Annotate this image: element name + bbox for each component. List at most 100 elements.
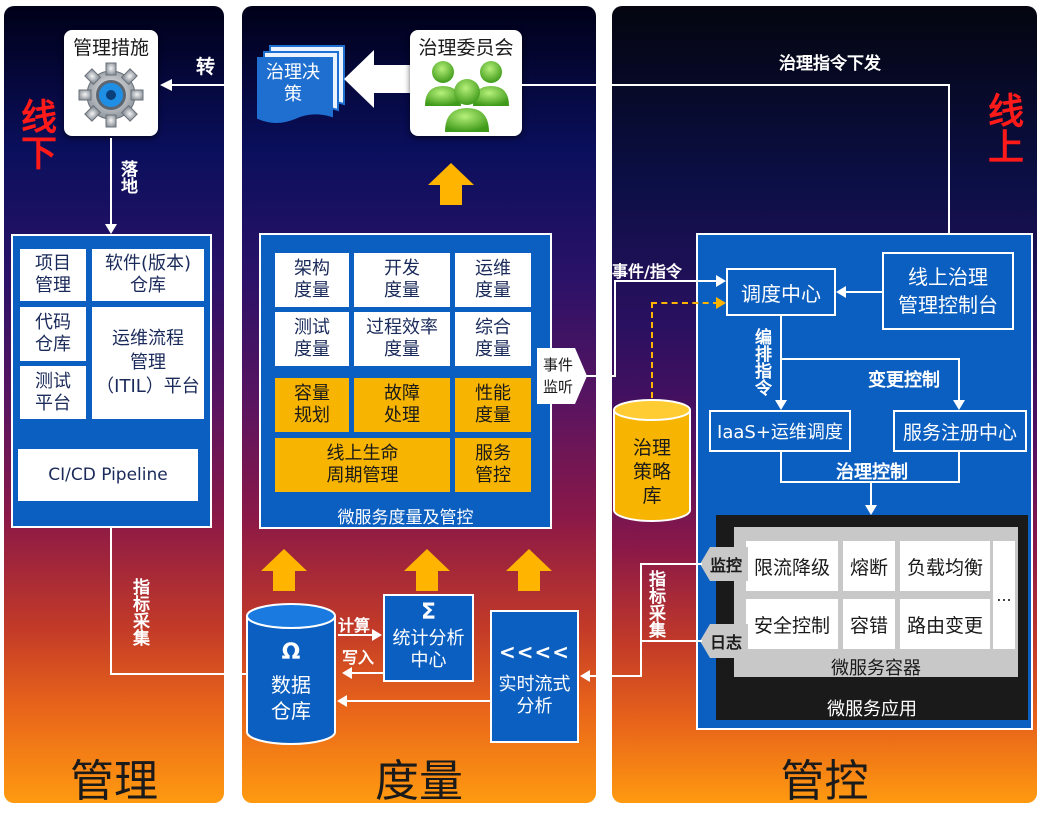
stream-to-warehouse-arrowhead xyxy=(337,695,347,707)
decision-arrow-icon xyxy=(344,50,410,108)
event-listener-label: 事件 监听 xyxy=(542,356,573,396)
event-listener-tag xyxy=(537,348,587,404)
policy-arrowhead xyxy=(716,297,726,309)
change-line-horiz xyxy=(780,358,960,360)
metric-line-left-vert xyxy=(110,528,112,674)
control-footer: 管控 xyxy=(780,756,869,807)
up-arrow-icon xyxy=(506,549,552,591)
metric-line-right-vert xyxy=(640,563,642,677)
change-control-label: 变更控制 xyxy=(868,370,940,391)
metric-architecture: 架构 度量 xyxy=(275,253,349,307)
management-measures-label: 管理措施 xyxy=(72,37,149,59)
metric-line-left-horiz xyxy=(110,673,248,675)
change-line-vert xyxy=(958,358,960,402)
stream-analysis-label: 实时流式 分析 xyxy=(498,674,571,717)
fault-tolerance: 容错 xyxy=(843,599,895,649)
container-caption: 微服务容器 xyxy=(831,658,921,679)
write-line xyxy=(352,672,384,674)
landing-line xyxy=(110,138,112,226)
directive-line-vert xyxy=(948,84,950,244)
tool-software-repo: 软件(版本) 仓库 xyxy=(92,249,204,301)
gov-line-left xyxy=(780,452,782,482)
people-group-icon xyxy=(425,61,509,132)
iaas-scheduling: IaaS+运维调度 xyxy=(709,410,851,452)
cicd-pipeline: CI/CD Pipeline xyxy=(18,449,198,501)
monitor-label: 监控 xyxy=(709,556,742,575)
online-tag-text: 线上 xyxy=(982,92,1023,164)
landing-label: 落地 xyxy=(117,160,137,194)
tool-itil-platform: 运维流程 管理 （ITIL）平台 xyxy=(92,307,204,419)
console-to-dispatch-arrowhead xyxy=(836,286,846,298)
gov-arrowhead xyxy=(865,505,877,515)
gear-icon xyxy=(78,62,144,128)
tool-test-platform: 测试 平台 xyxy=(20,366,86,419)
service-control: 服务 管控 xyxy=(455,438,531,492)
orchestrate-arrowhead xyxy=(775,400,787,410)
event-arrowhead xyxy=(716,275,726,287)
write-arrowhead xyxy=(342,667,352,679)
measurement-footer: 度量 xyxy=(375,756,463,807)
management-footer: 管理 xyxy=(70,756,158,807)
metric-testing: 测试 度量 xyxy=(275,312,349,366)
policy-db-cylinder xyxy=(613,399,691,522)
up-arrow-icon xyxy=(428,163,474,205)
event-line-a xyxy=(586,375,616,377)
online-tag: 线上 xyxy=(980,92,1024,174)
compute-arrowhead xyxy=(372,629,382,641)
circuit-breaker: 熔断 xyxy=(843,541,895,591)
metrics-box-caption: 微服务度量及管控 xyxy=(337,508,474,528)
data-warehouse-cylinder xyxy=(246,603,336,745)
gov-control-label: 治理控制 xyxy=(836,462,908,483)
gov-line-right xyxy=(958,452,960,482)
stat-center-box xyxy=(383,594,474,682)
rate-limit-degrade: 限流降级 xyxy=(746,541,838,591)
committee-label: 治理委员会 xyxy=(418,37,514,59)
console-to-dispatch-line xyxy=(846,291,882,293)
policy-dashed-horiz xyxy=(651,302,719,304)
decision-label: 治理决 策 xyxy=(266,62,320,105)
monitor-line xyxy=(640,563,702,565)
more-ellipsis: ... xyxy=(993,541,1015,649)
write-label: 写入 xyxy=(342,648,375,667)
performance-metric: 性能 度量 xyxy=(455,378,531,432)
metric-process-efficiency: 过程效率 度量 xyxy=(354,312,450,366)
compute-label: 计算 xyxy=(338,616,371,635)
log-label: 日志 xyxy=(709,633,742,652)
landing-arrowhead xyxy=(105,224,117,234)
offline-tag-text: 线下 xyxy=(15,98,56,170)
security-control: 安全控制 xyxy=(746,599,838,649)
metric-operations: 运维 度量 xyxy=(455,253,531,307)
stream-to-warehouse-line xyxy=(346,700,490,702)
stream-symbol: <<<< xyxy=(498,640,571,664)
metric-collect-right: 指标采集 xyxy=(645,570,665,638)
directive-issue-label: 治理指令下发 xyxy=(779,54,881,74)
service-registry: 服务注册中心 xyxy=(893,410,1027,452)
offline-tag: 线下 xyxy=(14,98,56,180)
event-line-b xyxy=(614,280,616,377)
data-warehouse-label: 数据 仓库 xyxy=(271,673,311,723)
gov-line-down xyxy=(870,481,872,507)
change-arrowhead xyxy=(953,400,965,410)
metric-right-arrowhead xyxy=(580,670,590,682)
metric-comprehensive: 综合 度量 xyxy=(455,312,531,366)
compute-line xyxy=(338,634,374,636)
policy-dashed-vert xyxy=(651,302,653,398)
tool-code-repo: 代码 仓库 xyxy=(20,307,86,361)
sigma-symbol: Σ xyxy=(420,600,437,625)
omega-symbol: Ω xyxy=(281,640,301,665)
stream-analysis-box xyxy=(490,610,579,743)
load-balancing: 负载均衡 xyxy=(900,541,990,591)
capacity-planning: 容量 规划 xyxy=(275,378,349,432)
routing-change: 路由变更 xyxy=(900,599,990,649)
monitor-tag xyxy=(700,547,748,581)
tool-project-management: 项目 管理 xyxy=(20,249,86,301)
dispatch-center: 调度中心 xyxy=(726,268,836,316)
transfer-arrowhead xyxy=(160,79,172,91)
up-arrow-icon xyxy=(404,549,450,591)
online-lifecycle-management: 线上生命 周期管理 xyxy=(275,438,450,492)
metric-collect-left: 指标采集 xyxy=(129,578,149,646)
metric-development: 开发 度量 xyxy=(354,253,450,307)
event-cmd-label: 事件/指令 xyxy=(612,262,682,281)
policy-db-label: 治理 策略 库 xyxy=(632,437,671,507)
orchestrate-label: 编排指令 xyxy=(751,328,771,396)
